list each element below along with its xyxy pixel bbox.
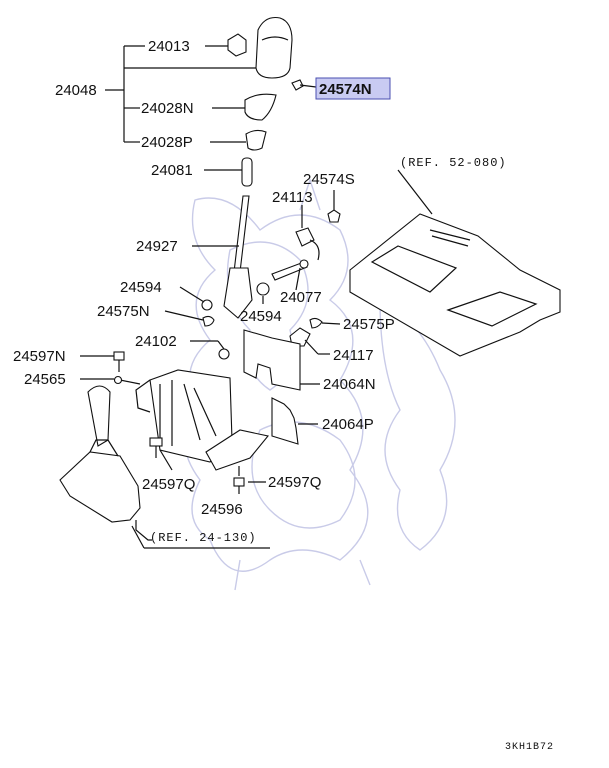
button-24013-part	[205, 33, 247, 57]
highlight-box-24574N[interactable]	[315, 77, 391, 100]
washer-24594a-part	[179, 286, 213, 311]
label-24064P[interactable]: 24064P	[322, 416, 374, 433]
label-24081[interactable]: 24081	[151, 162, 193, 179]
plate-24064N-part	[243, 329, 320, 391]
label-24117[interactable]: 24117	[333, 347, 374, 364]
watermark-emblem	[184, 177, 456, 591]
clip-24575P-part	[309, 317, 341, 329]
label-24597Q-a[interactable]: 24597Q	[142, 476, 195, 493]
label-24596[interactable]: 24596	[201, 501, 243, 518]
label-24927[interactable]: 24927	[136, 238, 178, 255]
switch-24113-part	[295, 205, 320, 261]
rod-24081-part	[204, 157, 253, 187]
label-24575N[interactable]: 24575N	[97, 303, 150, 320]
shift-knob-part	[255, 16, 293, 79]
label-24574S[interactable]: 24574S	[303, 171, 355, 188]
label-24574N[interactable]: 24574N	[319, 81, 372, 98]
pin-24077-part	[271, 259, 309, 291]
group-bracket-24048	[105, 45, 258, 143]
part-24102	[190, 340, 230, 360]
screw-24574S-part	[327, 190, 341, 223]
console-part	[349, 169, 561, 357]
label-24028P[interactable]: 24028P	[141, 134, 193, 151]
ref-label-24-130: (REF. 24-130)	[150, 531, 257, 545]
diagram-code: 3KH1B72	[505, 742, 554, 753]
label-24077[interactable]: 24077	[280, 289, 322, 306]
part-24565	[80, 375, 123, 385]
cover-24028N-part	[212, 93, 277, 121]
label-24113[interactable]: 24113	[272, 189, 313, 206]
screw-24574N-part	[291, 79, 317, 91]
ref-label-52-080: (REF. 52-080)	[400, 156, 507, 170]
bolt-24597N-part	[80, 351, 125, 372]
lower-shifter-part	[59, 385, 152, 541]
cover-24028P-part	[210, 129, 267, 151]
clip-24575N-part	[164, 310, 215, 327]
bolt-24597Qa-part	[149, 437, 173, 471]
lever-24927-part	[192, 195, 253, 319]
bolt-24597Qb-part	[233, 477, 266, 494]
label-24594-a[interactable]: 24594	[120, 279, 162, 296]
ref-leader-24-130	[131, 525, 270, 549]
plate-24064P-part	[271, 397, 318, 445]
label-24597Q-b[interactable]: 24597Q	[268, 474, 321, 491]
label-24064N[interactable]: 24064N	[323, 376, 376, 393]
label-24048[interactable]: 24048	[55, 82, 97, 99]
label-24565[interactable]: 24565	[24, 371, 66, 388]
bracket-assembly-part	[119, 369, 269, 471]
label-24013[interactable]: 24013	[148, 38, 190, 55]
label-24575P[interactable]: 24575P	[343, 316, 395, 333]
label-24597N[interactable]: 24597N	[13, 348, 66, 365]
label-24594-b[interactable]: 24594	[240, 308, 282, 325]
washer-24594b-part	[256, 282, 270, 304]
label-24102[interactable]: 24102	[135, 333, 177, 350]
label-24028N[interactable]: 24028N	[141, 100, 194, 117]
